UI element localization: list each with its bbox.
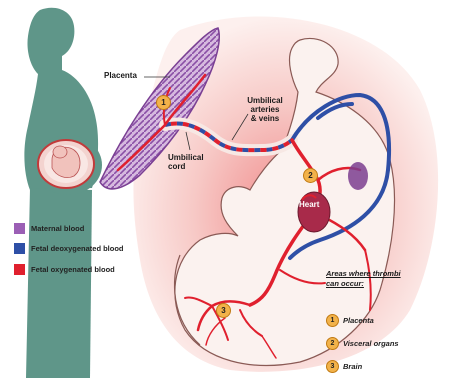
label-umbilical-cord: Umbilical cord bbox=[168, 153, 204, 171]
legend-label-deoxygenated: Fetal deoxygenated blood bbox=[31, 244, 124, 253]
thrombi-key-title-line2: can occur: bbox=[326, 279, 401, 289]
thrombi-key-title-line1: Areas where thrombi bbox=[326, 269, 401, 279]
label-umbilical-arteries-veins: Umbilical arteries & veins bbox=[240, 96, 290, 123]
maternal-blood-swatch bbox=[14, 223, 25, 234]
thrombi-key-number-2: 2 bbox=[326, 337, 339, 350]
marker-2-visceral-organs: 2 bbox=[303, 168, 318, 183]
legend-item-deoxygenated-blood: Fetal deoxygenated blood bbox=[14, 242, 124, 254]
thrombi-key-item-visceral-organs: 2 Visceral organs bbox=[326, 337, 399, 350]
thrombi-key-item-brain: 3 Brain bbox=[326, 360, 362, 373]
womb-inset bbox=[38, 140, 94, 188]
label-veins-line3: & veins bbox=[240, 114, 290, 123]
thrombi-key-item-placenta: 1 Placenta bbox=[326, 314, 374, 327]
marker-3-brain: 3 bbox=[216, 303, 231, 318]
pregnant-woman-silhouette bbox=[24, 8, 102, 378]
visceral-organ bbox=[348, 162, 368, 190]
thrombi-key-label-visceral: Visceral organs bbox=[343, 339, 399, 348]
label-arteries-line2: arteries bbox=[240, 105, 290, 114]
label-umbilical-cord-line1: Umbilical bbox=[168, 153, 204, 162]
label-umbilical-cord-line2: cord bbox=[168, 162, 204, 171]
label-placenta: Placenta bbox=[104, 71, 137, 80]
marker-1-placenta: 1 bbox=[156, 95, 171, 110]
thrombi-key-label-brain: Brain bbox=[343, 362, 362, 371]
legend-item-maternal-blood: Maternal blood bbox=[14, 222, 84, 234]
label-umbilical-line1: Umbilical bbox=[240, 96, 290, 105]
thrombi-key-title: Areas where thrombi can occur: bbox=[326, 269, 401, 289]
oxygenated-blood-swatch bbox=[14, 264, 25, 275]
label-heart: Heart bbox=[299, 200, 319, 209]
deoxygenated-blood-swatch bbox=[14, 243, 25, 254]
legend-item-oxygenated-blood: Fetal oxygenated blood bbox=[14, 263, 115, 275]
thrombi-key-number-1: 1 bbox=[326, 314, 339, 327]
legend-label-maternal: Maternal blood bbox=[31, 224, 84, 233]
thrombi-key-number-3: 3 bbox=[326, 360, 339, 373]
fetal-heart bbox=[298, 192, 330, 232]
thrombi-key-label-placenta: Placenta bbox=[343, 316, 374, 325]
legend-label-oxygenated: Fetal oxygenated blood bbox=[31, 265, 115, 274]
